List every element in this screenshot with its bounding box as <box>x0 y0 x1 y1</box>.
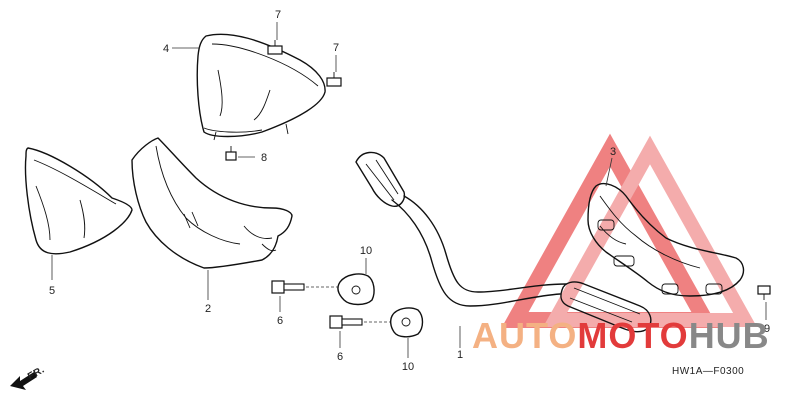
bolt-6a <box>271 280 305 294</box>
front-marker-label: FR. <box>26 364 47 382</box>
watermark-logo <box>501 133 757 328</box>
watermark-text: AUTOMOTOHUB <box>472 315 770 356</box>
switch-bracket <box>587 182 745 297</box>
holder-10a <box>337 273 375 306</box>
lower-handle-cover <box>131 137 293 269</box>
watermark-part-moto: MOTO <box>577 315 688 356</box>
watermark-part-auto: AUTO <box>472 315 577 356</box>
callout-2: 2 <box>205 303 211 315</box>
callout-10a: 10 <box>360 245 372 257</box>
callout-8: 8 <box>261 152 267 164</box>
callout-10b: 10 <box>402 361 414 373</box>
callout-7b: 7 <box>333 42 339 54</box>
bolt-6b <box>329 315 363 329</box>
callout-7a: 7 <box>275 9 281 21</box>
screw-7a <box>267 40 283 55</box>
front-side-cover <box>24 147 133 255</box>
screw-8 <box>225 146 237 161</box>
screw-7b <box>326 72 342 87</box>
callout-6b: 6 <box>337 351 343 363</box>
front-direction-marker: FR. <box>10 364 47 390</box>
upper-handle-cover <box>196 33 326 141</box>
callout-6a: 6 <box>277 315 283 327</box>
callout-3: 3 <box>610 146 616 158</box>
callout-9: 9 <box>764 323 770 335</box>
callout-1: 1 <box>457 349 463 361</box>
figure-code: HW1A—F0300 <box>672 366 744 377</box>
callout-labels: 1 2 3 4 5 6 6 7 7 8 9 10 10 <box>49 9 770 373</box>
handlebar <box>355 151 652 333</box>
screw-9 <box>757 285 771 300</box>
watermark-part-hub: HUB <box>689 315 770 356</box>
callout-5: 5 <box>49 285 55 297</box>
svg-text:AUTOMOTOHUB: AUTOMOTOHUB <box>472 315 770 356</box>
callout-4: 4 <box>163 43 169 55</box>
holder-10b <box>389 307 424 338</box>
